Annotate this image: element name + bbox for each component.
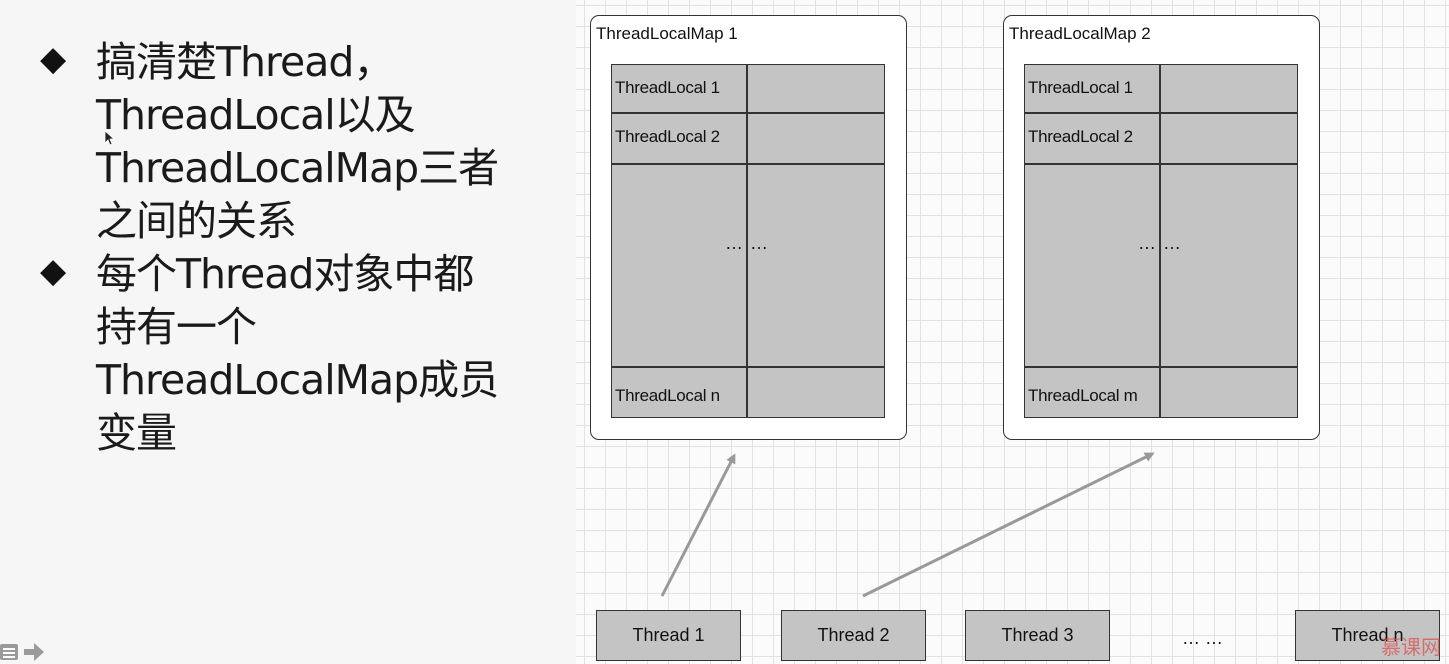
map-title: ThreadLocalMap 2 (1009, 24, 1151, 43)
threadlocal-entry: ThreadLocal m (1028, 386, 1138, 405)
slide-menu-icon[interactable] (0, 644, 18, 660)
thread1-to-map1-arrow (660, 453, 736, 597)
column-divider (746, 65, 748, 417)
bullet-text: 每个Thread对象中都 持有一个 ThreadLocalMap成员 变量 (96, 250, 499, 457)
row-divider (612, 163, 884, 165)
ellipsis: … … (725, 233, 770, 253)
row-divider (1025, 366, 1297, 368)
thread2-to-map2-arrow (862, 452, 1155, 598)
bullet-panel: ◆ 搞清楚Thread， ThreadLocal以及 ThreadLocalMa… (0, 0, 576, 664)
threadlocalmap-box: ThreadLocalMap 1 ThreadLocal 1 ThreadLoc… (590, 15, 907, 440)
bullet-text: 搞清楚Thread， ThreadLocal以及 ThreadLocalMap三… (96, 38, 499, 245)
thread-box: Thread 3 (965, 610, 1110, 661)
thread-box: Thread n (1295, 610, 1440, 661)
ellipsis: … … (1138, 233, 1183, 253)
diamond-bullet-icon: ◆ (40, 252, 67, 290)
threadlocal-entry: ThreadLocal 1 (615, 78, 720, 97)
slide-nav-controls[interactable] (0, 640, 50, 664)
entry-table: ThreadLocal 1 ThreadLocal 2 ThreadLocal … (1024, 64, 1298, 418)
map-title: ThreadLocalMap 1 (596, 24, 738, 43)
threadlocal-entry: ThreadLocal 2 (615, 127, 720, 146)
row-divider (612, 366, 884, 368)
next-arrow-icon[interactable] (24, 643, 44, 661)
entry-table: ThreadLocal 1 ThreadLocal 2 ThreadLocal … (611, 64, 885, 418)
row-divider (1025, 112, 1297, 114)
row-divider (612, 112, 884, 114)
thread-box: Thread 2 (781, 610, 926, 661)
column-divider (1159, 65, 1161, 417)
threadlocal-entry: ThreadLocal n (615, 386, 720, 405)
threadlocalmap-box: ThreadLocalMap 2 ThreadLocal 1 ThreadLoc… (1003, 15, 1320, 440)
mouse-cursor-icon (104, 130, 114, 146)
threads-ellipsis: … … (1182, 628, 1224, 648)
thread-box: Thread 1 (596, 610, 741, 661)
row-divider (1025, 163, 1297, 165)
threadlocal-entry: ThreadLocal 2 (1028, 127, 1133, 146)
threadlocal-diagram: ThreadLocalMap 1 ThreadLocal 1 ThreadLoc… (576, 0, 1449, 664)
threadlocal-entry: ThreadLocal 1 (1028, 78, 1133, 97)
watermark-logo: 慕课网 (1381, 635, 1441, 659)
diamond-bullet-icon: ◆ (40, 40, 67, 78)
